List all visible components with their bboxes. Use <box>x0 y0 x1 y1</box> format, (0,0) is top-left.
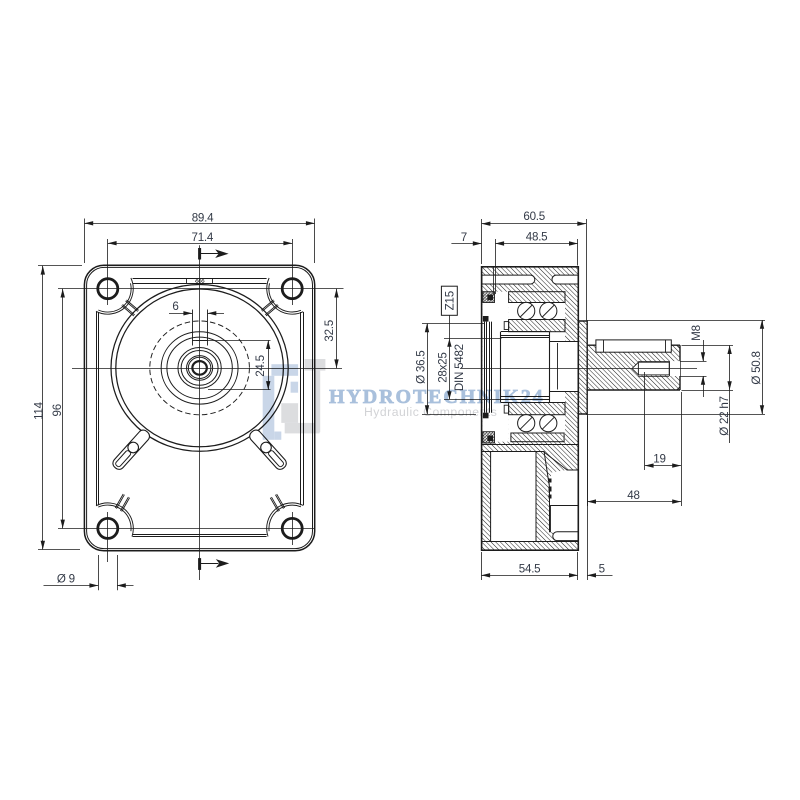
svg-text:Ø 22 h7: Ø 22 h7 <box>718 396 731 436</box>
svg-text:54.5: 54.5 <box>519 563 541 576</box>
svg-text:Ø 50.8: Ø 50.8 <box>750 351 763 384</box>
svg-text:Z15: Z15 <box>444 291 457 310</box>
svg-text:48.5: 48.5 <box>526 230 548 243</box>
svg-text:M8: M8 <box>690 325 703 341</box>
svg-text:60.5: 60.5 <box>523 210 545 223</box>
svg-text:7: 7 <box>461 231 467 244</box>
svg-text:Hydraulic Components: Hydraulic Components <box>364 405 497 419</box>
svg-text:32.5: 32.5 <box>323 320 336 342</box>
svg-text:Ø 9: Ø 9 <box>57 573 75 586</box>
svg-text:89.4: 89.4 <box>192 212 214 225</box>
svg-text:19: 19 <box>653 452 665 465</box>
svg-text:DIN 5482: DIN 5482 <box>453 344 466 391</box>
svg-text:HYDROTECHNIK24: HYDROTECHNIK24 <box>329 386 545 408</box>
svg-text:48: 48 <box>627 489 639 502</box>
svg-text:114: 114 <box>32 401 45 420</box>
svg-text:Ø 36.5: Ø 36.5 <box>415 351 428 384</box>
svg-text:5: 5 <box>599 563 605 576</box>
svg-text:71.4: 71.4 <box>192 231 214 244</box>
svg-text:24.5: 24.5 <box>254 355 267 377</box>
svg-text:96: 96 <box>51 404 64 416</box>
svg-text:28x25: 28x25 <box>436 352 449 382</box>
svg-text:6: 6 <box>172 300 178 313</box>
